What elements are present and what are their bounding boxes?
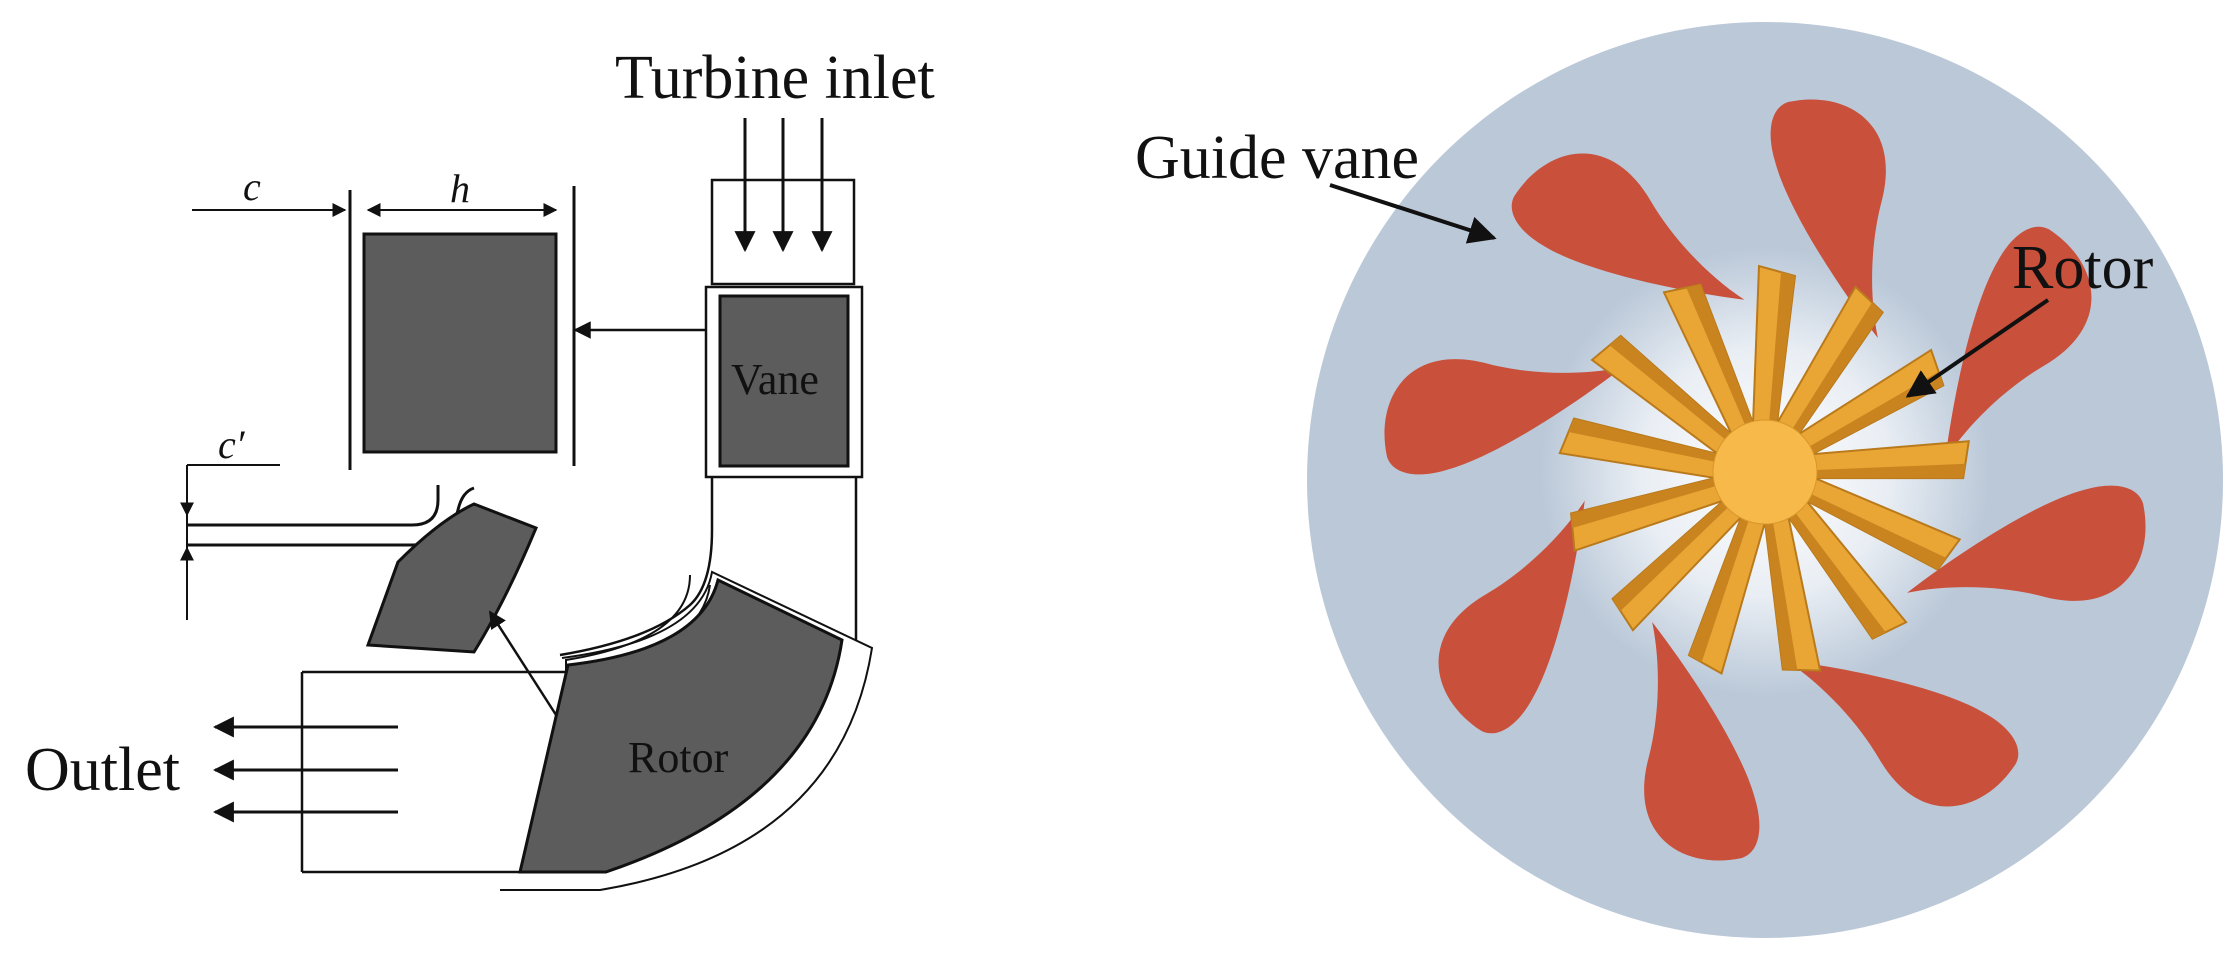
guide-vane-label: Guide vane: [1135, 124, 1419, 192]
rotor-label-right: Rotor: [2012, 234, 2154, 302]
rotor-label: Rotor: [628, 733, 729, 782]
guide-vane: [1907, 485, 2146, 601]
rotor-block: [518, 577, 844, 874]
guide-vane: [1644, 622, 1760, 861]
guide-vane: [1438, 500, 1585, 734]
guide-vane: [1785, 660, 2019, 807]
turbine-inlet-label: Turbine inlet: [615, 44, 935, 112]
rotor-pointer: [1905, 298, 2050, 398]
clearance-label: c: [243, 164, 261, 209]
vane-housing: [704, 285, 864, 479]
rotor-hub: [1712, 419, 1818, 525]
guide-vane: [1770, 99, 1886, 338]
rotor-detail-arrow: [488, 610, 560, 719]
shroud-detail-upper: [187, 485, 440, 527]
height-label: h: [450, 166, 470, 211]
inlet-duct: [710, 178, 856, 286]
rotor-blade: [1810, 440, 1970, 480]
guide-vane: [1384, 359, 1623, 475]
outlet-label: Outlet: [25, 736, 180, 804]
rotor-casing-outer: [500, 570, 874, 891]
inlet-arrows: [734, 118, 833, 253]
guide-vane: [1945, 226, 2092, 460]
guide-vane-ring: [1384, 99, 2146, 861]
turbine-top-view: Guide vane Rotor: [1135, 22, 2223, 938]
guide-vane-pointer: [1329, 183, 1497, 244]
guide-vane: [1511, 153, 1745, 300]
shroud-outer-wall: [559, 477, 714, 657]
vane-label: Vane: [731, 355, 819, 404]
outlet-arrows: [212, 716, 398, 823]
vane-detail-block: [362, 232, 558, 454]
vane-block: [718, 294, 850, 468]
meridional-schematic: Turbine inlet Vane c h c′: [25, 44, 935, 891]
clearance-prime-label: c′: [218, 422, 246, 467]
